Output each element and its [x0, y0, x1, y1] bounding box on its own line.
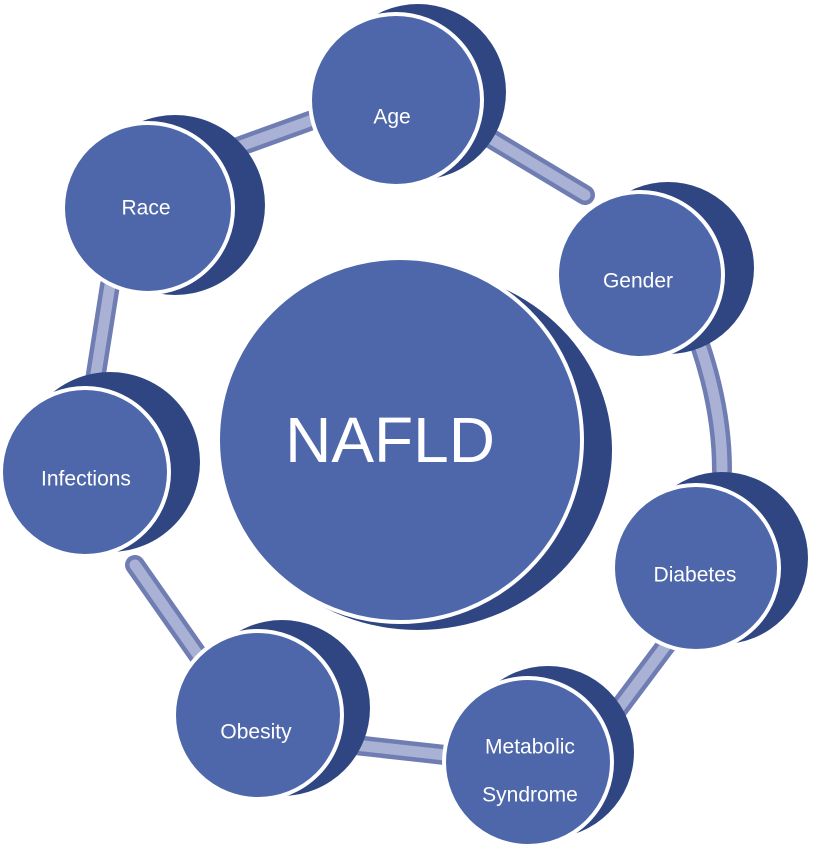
factor-label-infections: Infections — [41, 468, 131, 491]
factor-label-age: Age — [373, 106, 410, 129]
factor-label-obesity: Obesity — [220, 721, 292, 744]
factor-node-infections: Infections — [0, 372, 200, 558]
center-node: NAFLD — [216, 256, 612, 630]
factor-label-metabolic-line2: Syndrome — [482, 784, 578, 807]
factor-label-gender: Gender — [603, 270, 673, 293]
factor-node-metabolic-syndrome: Metabolic Syndrome — [442, 666, 634, 848]
factor-node-diabetes: Diabetes — [611, 472, 808, 653]
factor-node-gender: Gender — [555, 182, 754, 360]
factor-node-obesity: Obesity — [172, 620, 370, 801]
factor-label-diabetes: Diabetes — [654, 564, 737, 587]
factor-node-age: Age — [308, 4, 506, 188]
center-label: NAFLD — [285, 404, 495, 476]
connector-ring — [85, 108, 732, 765]
factor-label-metabolic-line1: Metabolic — [485, 736, 575, 759]
factor-node-race: Race — [61, 115, 265, 295]
factor-label-race: Race — [121, 197, 170, 220]
